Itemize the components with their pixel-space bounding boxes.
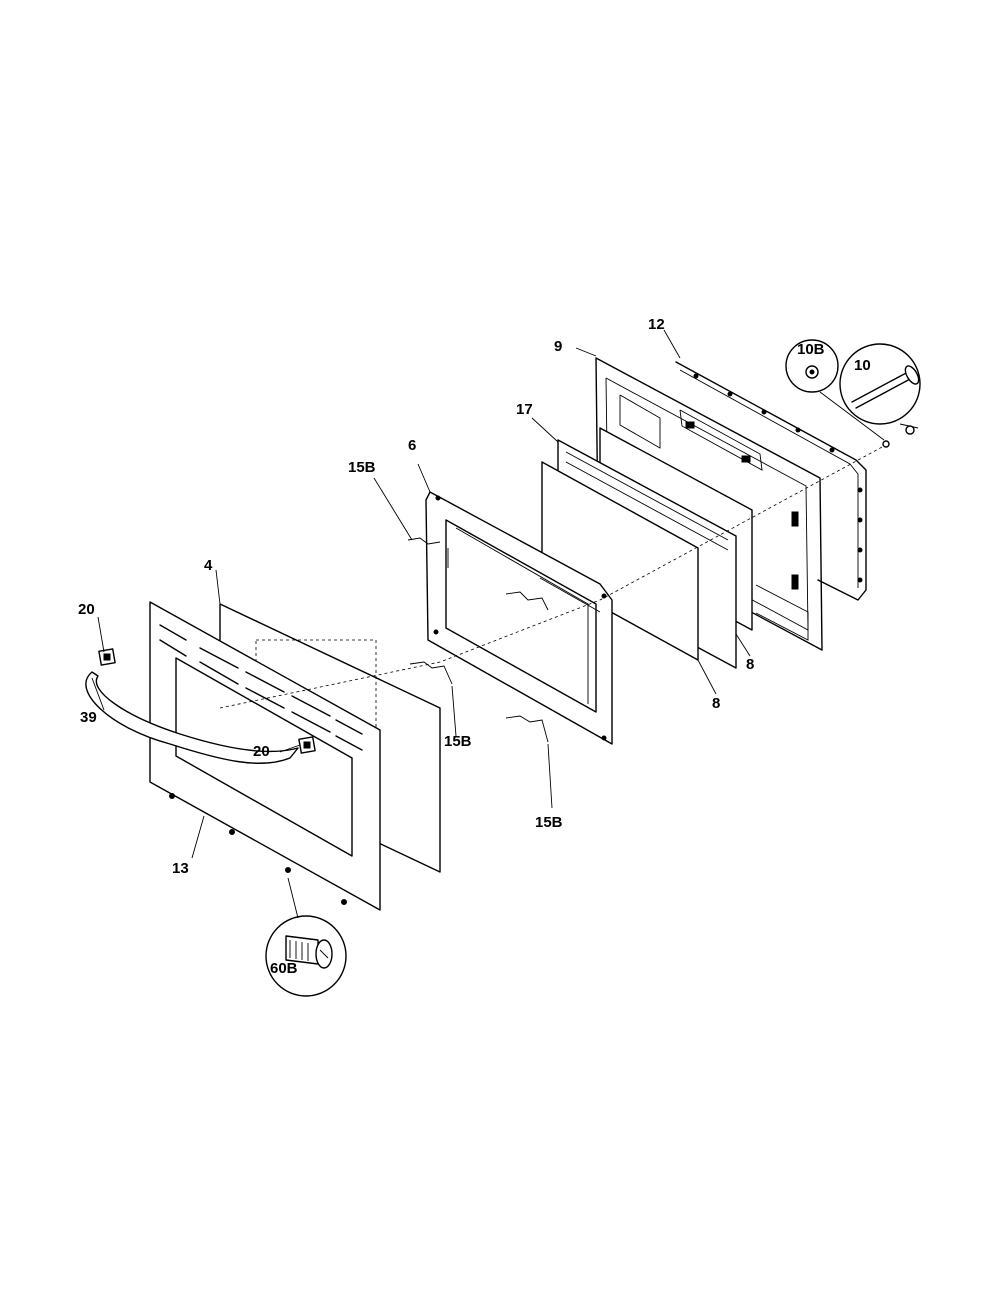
label-8-front: 8 [712, 695, 720, 712]
label-4: 4 [204, 557, 213, 574]
label-15b-top: 15B [348, 459, 376, 476]
label-12: 12 [648, 316, 665, 333]
label-15b-middle: 15B [444, 733, 472, 750]
label-15b-bottom: 15B [535, 814, 563, 831]
label-8-rear: 8 [746, 656, 754, 673]
door-handle [85, 648, 316, 764]
label-20-right: 20 [253, 743, 270, 760]
label-10: 10 [854, 357, 871, 374]
screw-callout [265, 877, 347, 997]
label-13: 13 [172, 860, 189, 877]
part-labels: 4 6 8 8 9 10 10B 12 13 15B 15B 15B 17 20… [78, 316, 871, 977]
washer-callout [785, 339, 890, 448]
label-20-left: 20 [78, 601, 95, 618]
door-clips [407, 537, 549, 743]
door-gasket [675, 361, 867, 601]
label-60b: 60B [270, 960, 298, 977]
label-10b: 10B [797, 341, 825, 358]
hinge-pin-callout [839, 343, 921, 435]
label-17: 17 [516, 401, 533, 418]
leader-lines [91, 329, 751, 859]
label-6: 6 [408, 437, 416, 454]
label-9: 9 [554, 338, 562, 355]
inner-door-frame [425, 491, 613, 745]
glass-pack [541, 427, 753, 669]
label-39: 39 [80, 709, 97, 726]
